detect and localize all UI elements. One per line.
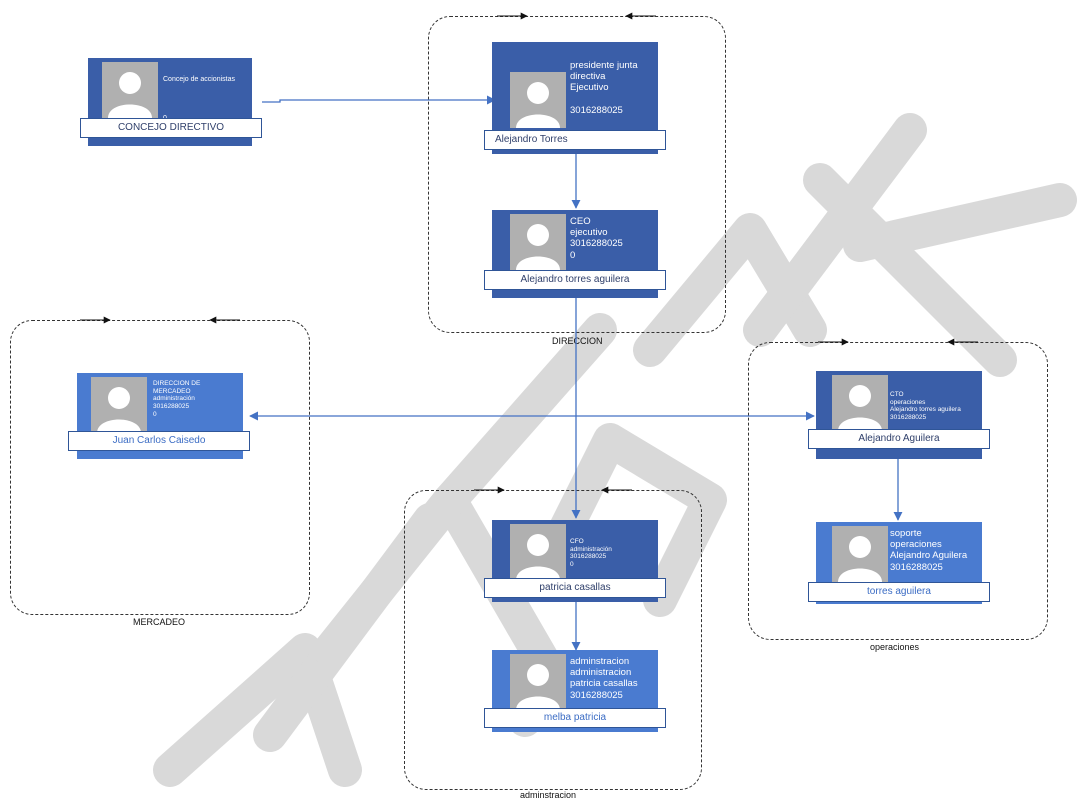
card-soporte-name: torres aguilera [808, 582, 990, 602]
card-presidente-name: Alejandro Torres [484, 130, 666, 150]
person-placeholder-icon [102, 62, 158, 118]
card-concejo-info: Concejo de accionistas 0 [163, 76, 235, 122]
person-placeholder-icon [832, 375, 888, 431]
person-placeholder-icon [832, 526, 888, 582]
group-adminstracion [404, 490, 702, 790]
connector-concejo-presidente [262, 95, 496, 105]
card-mercadeo-name: Juan Carlos Caisedo [68, 431, 250, 451]
group-label-direccion: DIRECCION [552, 336, 603, 346]
card-cfo-name: patricia casallas [484, 578, 666, 598]
group-direccion [428, 16, 726, 333]
card-concejo-name: CONCEJO DIRECTIVO [80, 118, 262, 138]
person-placeholder-icon [510, 214, 566, 270]
person-placeholder-icon [510, 72, 566, 128]
person-placeholder-icon [510, 654, 566, 710]
group-label-adminstracion: adminstracion [520, 790, 577, 800]
card-cto-name: Alejandro Aguilera [808, 429, 990, 449]
group-label-mercadeo: MERCADEO [133, 617, 186, 627]
card-adminstracion-name: melba patricia [484, 708, 666, 728]
group-operaciones [748, 342, 1048, 640]
person-placeholder-icon [510, 524, 566, 580]
card-ceo-name: Alejandro torres aguilera [484, 270, 666, 290]
group-label-operaciones: operaciones [870, 642, 920, 652]
person-placeholder-icon [91, 377, 147, 433]
group-mercadeo [10, 320, 310, 615]
